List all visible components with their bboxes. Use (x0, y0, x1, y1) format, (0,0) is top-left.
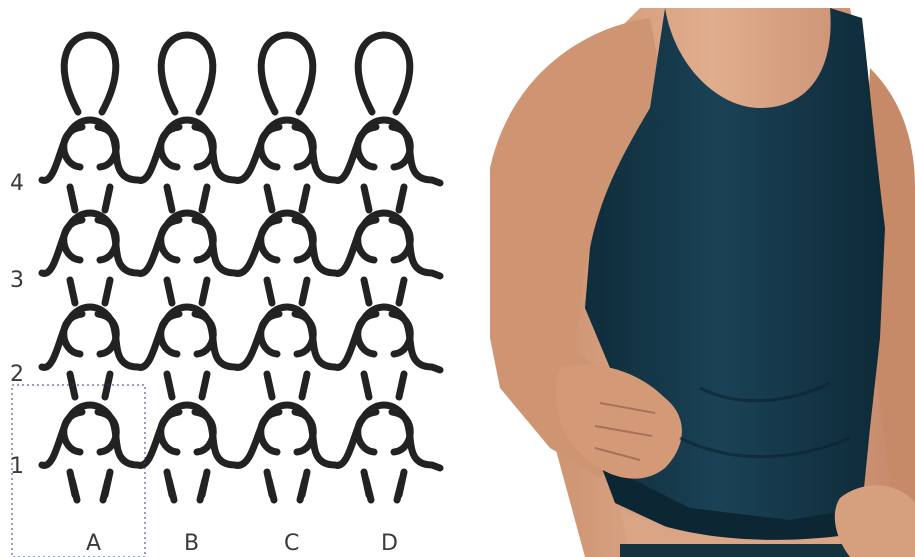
column-label-b: B (184, 533, 199, 555)
leg-left-3-b (167, 280, 172, 303)
loop-right-2-b (195, 314, 213, 354)
top-loop-c (261, 35, 313, 112)
bottom-leg-left-d (366, 480, 371, 500)
loop-right-1-d (392, 412, 410, 452)
loop-right-4-a (98, 127, 116, 167)
loop-left-4-d (358, 127, 376, 167)
bottom-leg-left-a (72, 480, 77, 500)
column-label-c: C (284, 533, 299, 555)
loop-right-1-b (195, 412, 213, 452)
knit-stitch-diagram (0, 0, 470, 557)
loop-right-4-b (195, 127, 213, 167)
leg-right-3-d (399, 280, 404, 303)
top-loop-a (64, 35, 116, 112)
leg-left-3-d (364, 280, 369, 303)
loop-left-3-d (358, 220, 376, 260)
leg-right-4-a (105, 187, 110, 210)
waist-hand (835, 485, 915, 557)
leg-right-3-b (202, 280, 207, 303)
leg-right-3-a (105, 280, 110, 303)
loop-left-1-d (358, 412, 376, 452)
loop-right-4-d (392, 127, 410, 167)
leg-left-4-d (364, 187, 369, 210)
leg-left-2-b (167, 374, 172, 397)
loop-left-1-a (64, 412, 82, 452)
bottom-leg-right-d (397, 480, 402, 500)
loop-right-1-c (295, 412, 313, 452)
loop-left-4-a (64, 127, 82, 167)
leg-left-4-b (167, 187, 172, 210)
leg-right-2-b (202, 374, 207, 397)
loop-right-1-a (98, 412, 116, 452)
loop-right-4-c (295, 127, 313, 167)
leg-right-4-d (399, 187, 404, 210)
loop-right-2-d (392, 314, 410, 354)
leg-right-4-b (202, 187, 207, 210)
loop-left-2-b (161, 314, 179, 354)
loop-left-3-b (161, 220, 179, 260)
loop-left-2-d (358, 314, 376, 354)
loop-left-2-c (261, 314, 279, 354)
yarn-loops (42, 35, 440, 500)
leg-left-3-a (70, 280, 75, 303)
leg-left-4-c (267, 187, 272, 210)
loop-left-4-c (261, 127, 279, 167)
leg-left-2-d (364, 374, 369, 397)
waistband (620, 544, 880, 557)
loop-right-3-b (195, 220, 213, 260)
bottom-leg-left-c (269, 480, 274, 500)
leg-right-2-d (399, 374, 404, 397)
loop-left-2-a (64, 314, 82, 354)
row-label-2: 2 (10, 364, 24, 386)
loop-left-3-c (261, 220, 279, 260)
row-label-1: 1 (10, 456, 24, 478)
leg-left-4-a (70, 187, 75, 210)
leg-right-2-c (302, 374, 307, 397)
loop-left-3-a (64, 220, 82, 260)
loop-left-1-b (161, 412, 179, 452)
row-label-4: 4 (10, 173, 24, 195)
column-label-a: A (86, 533, 101, 555)
top-loop-d (358, 35, 410, 112)
loop-left-4-b (161, 127, 179, 167)
bottom-leg-right-c (300, 480, 305, 500)
leg-left-3-c (267, 280, 272, 303)
bottom-leg-right-a (103, 480, 108, 500)
leg-right-4-c (302, 187, 307, 210)
row-label-3: 3 (10, 270, 24, 292)
loop-right-3-a (98, 220, 116, 260)
column-label-d: D (381, 533, 398, 555)
tank-top-photo (490, 8, 915, 557)
loop-right-2-c (295, 314, 313, 354)
loop-right-3-c (295, 220, 313, 260)
loop-left-1-c (261, 412, 279, 452)
bottom-leg-left-b (169, 480, 174, 500)
top-loop-b (161, 35, 213, 112)
bottom-leg-right-b (200, 480, 205, 500)
leg-right-3-c (302, 280, 307, 303)
loop-right-3-d (392, 220, 410, 260)
loop-right-2-a (98, 314, 116, 354)
leg-left-2-c (267, 374, 272, 397)
